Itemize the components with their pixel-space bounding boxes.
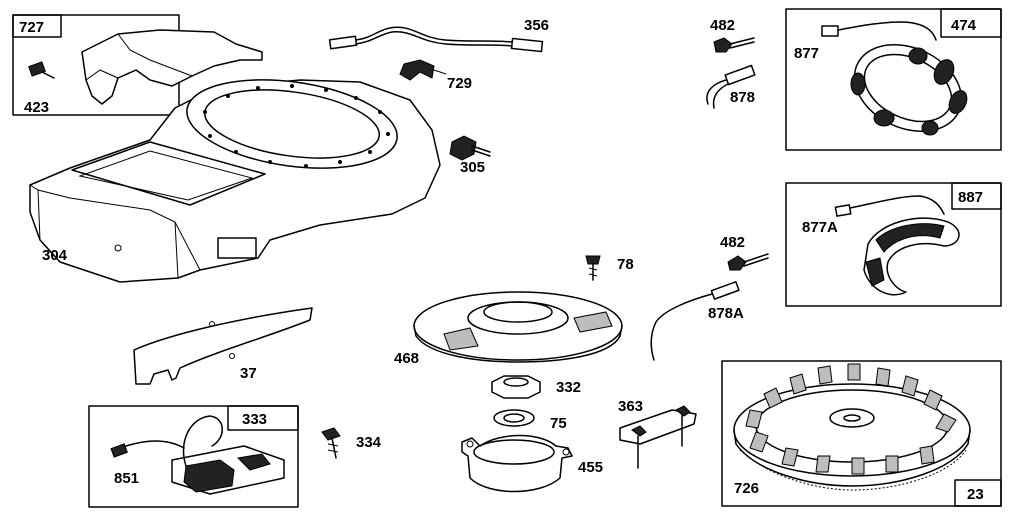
wire-877 [821,21,937,41]
nut-332 [491,375,541,399]
bolt-482-top [713,37,755,53]
label-878: 878 [730,89,755,106]
inset-887: 887 877A [785,182,1002,307]
label-726: 726 [734,480,759,497]
label-423: 423 [24,99,49,116]
housing-holes [203,84,390,168]
connector-878 [706,64,756,109]
label-333: 333 [242,411,267,428]
baffle-37 [133,307,313,385]
bolt-305 [449,135,491,161]
label-455: 455 [578,459,603,476]
label-468: 468 [394,350,419,367]
washer-75 [493,409,535,427]
label-877: 877 [794,45,819,62]
label-78: 78 [617,256,634,273]
label-332: 332 [556,379,581,396]
label-474: 474 [951,17,977,34]
inset-23: 23 726 [721,360,1002,507]
bracket-363 [619,405,697,469]
wire-877A [834,195,945,217]
bolt-482-mid [727,253,769,271]
label-851: 851 [114,470,139,487]
inset-727: 727 423 [12,14,263,116]
alternator-474 [850,43,968,136]
bolt-423 [28,61,55,79]
label-727: 727 [19,19,44,36]
label-334: 334 [356,434,382,451]
clip-729 [399,59,447,81]
label-305: 305 [460,159,485,176]
inset-333: 333 851 [88,405,299,508]
label-363: 363 [618,398,643,415]
blower-housing-304 [29,79,441,283]
wire-356 [328,26,544,53]
cup-455 [461,434,573,493]
wire-878A [650,281,740,361]
label-482-mid: 482 [720,234,745,251]
label-877A: 877A [802,219,838,236]
flywheel-726 [733,363,971,491]
label-887: 887 [958,189,983,206]
label-23: 23 [967,486,984,503]
screw-78 [585,255,601,281]
coil-887 [863,217,960,296]
label-729: 729 [447,75,472,92]
label-75: 75 [550,415,567,432]
label-878A: 878A [708,305,744,322]
screen-468 [413,291,623,363]
lead-851 [110,440,185,458]
ignition-module-333 [171,415,285,495]
label-37: 37 [240,365,257,382]
screw-334 [321,427,341,459]
label-482-top: 482 [710,17,735,34]
label-304: 304 [42,247,68,264]
label-356: 356 [524,17,549,34]
inset-474: 474 877 [785,8,1002,151]
